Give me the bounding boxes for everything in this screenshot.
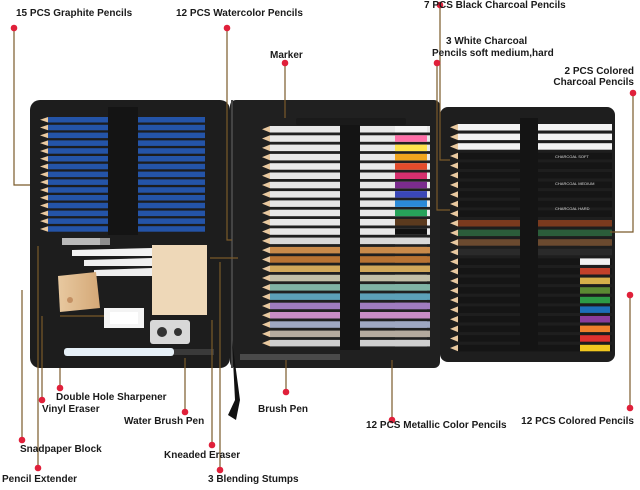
label-brush-pen: Brush Pen	[258, 404, 309, 415]
marker-dot	[34, 464, 42, 472]
label-metallic: 12 PCS Metallic Color Pencils	[366, 420, 507, 431]
marker-dot	[216, 466, 224, 474]
marker-dot	[626, 291, 634, 299]
pencil-print: CHARCOAL HARD	[555, 206, 590, 211]
label-extender: Pencil Extender	[2, 474, 78, 485]
marker-dot	[388, 416, 396, 424]
kneaded-eraser	[152, 245, 207, 315]
marker-dot	[10, 24, 18, 32]
label-marker: Marker	[270, 50, 303, 61]
double-hole-sharpener	[150, 320, 190, 344]
label-kneaded: Kneaded Eraser	[164, 450, 241, 461]
label-water-brush: Water Brush Pen	[124, 416, 205, 427]
marker-dot	[282, 388, 290, 396]
marker-dot	[626, 404, 634, 412]
pencil-print: CHARCOAL MEDIUM	[555, 181, 594, 186]
marker-dot	[38, 396, 46, 404]
pencil-print: CHARCOAL SOFT	[555, 154, 589, 159]
label-sharpener: Double Hole Sharpener	[56, 392, 167, 403]
label-sandpaper: Snadpaper Block	[20, 444, 102, 455]
label-vinyl-eraser: Vinyl Eraser	[42, 404, 100, 415]
label-watercolor-pencils: 12 PCS Watercolor Pencils	[176, 8, 303, 19]
marker-dots	[10, 1, 637, 474]
sandpaper-block	[58, 272, 100, 312]
vinyl-eraser	[104, 308, 144, 328]
marker-dot	[436, 1, 444, 9]
elastic-band	[340, 118, 360, 350]
zipper-pull	[228, 340, 240, 420]
marker	[296, 118, 406, 125]
pencil-extender	[62, 238, 110, 245]
marker-dot	[433, 59, 441, 67]
label-black-charcoal: 7 PCS Black Charcoal Pencils	[424, 0, 566, 11]
marker-dot	[223, 24, 231, 32]
label-graphite-pencils: 15 PCS Graphite Pencils	[16, 8, 133, 19]
marker-dot	[281, 59, 289, 67]
label-colored-charcoal-2: Charcoal Pencils	[553, 77, 634, 88]
brush-pen	[240, 354, 340, 360]
label-colored-charcoal-1: 2 PCS Colored	[564, 66, 634, 77]
leader-lines	[13, 5, 634, 470]
marker-dot	[56, 384, 64, 392]
elastic-band	[108, 107, 138, 235]
marker-dot	[181, 408, 189, 416]
marker-dot	[208, 441, 216, 449]
label-stumps: 3 Blending Stumps	[208, 474, 299, 485]
blending-stumps	[72, 248, 152, 276]
label-colored: 12 PCS Colored Pencils	[521, 416, 634, 427]
marker-dot	[629, 89, 637, 97]
water-brush-pen	[64, 348, 214, 356]
label-white-charcoal-2: Pencils soft medium,hard	[432, 48, 554, 59]
marker-dot	[18, 436, 26, 444]
label-white-charcoal-1: 3 White Charcoal	[446, 36, 528, 47]
elastic-band	[520, 118, 538, 350]
